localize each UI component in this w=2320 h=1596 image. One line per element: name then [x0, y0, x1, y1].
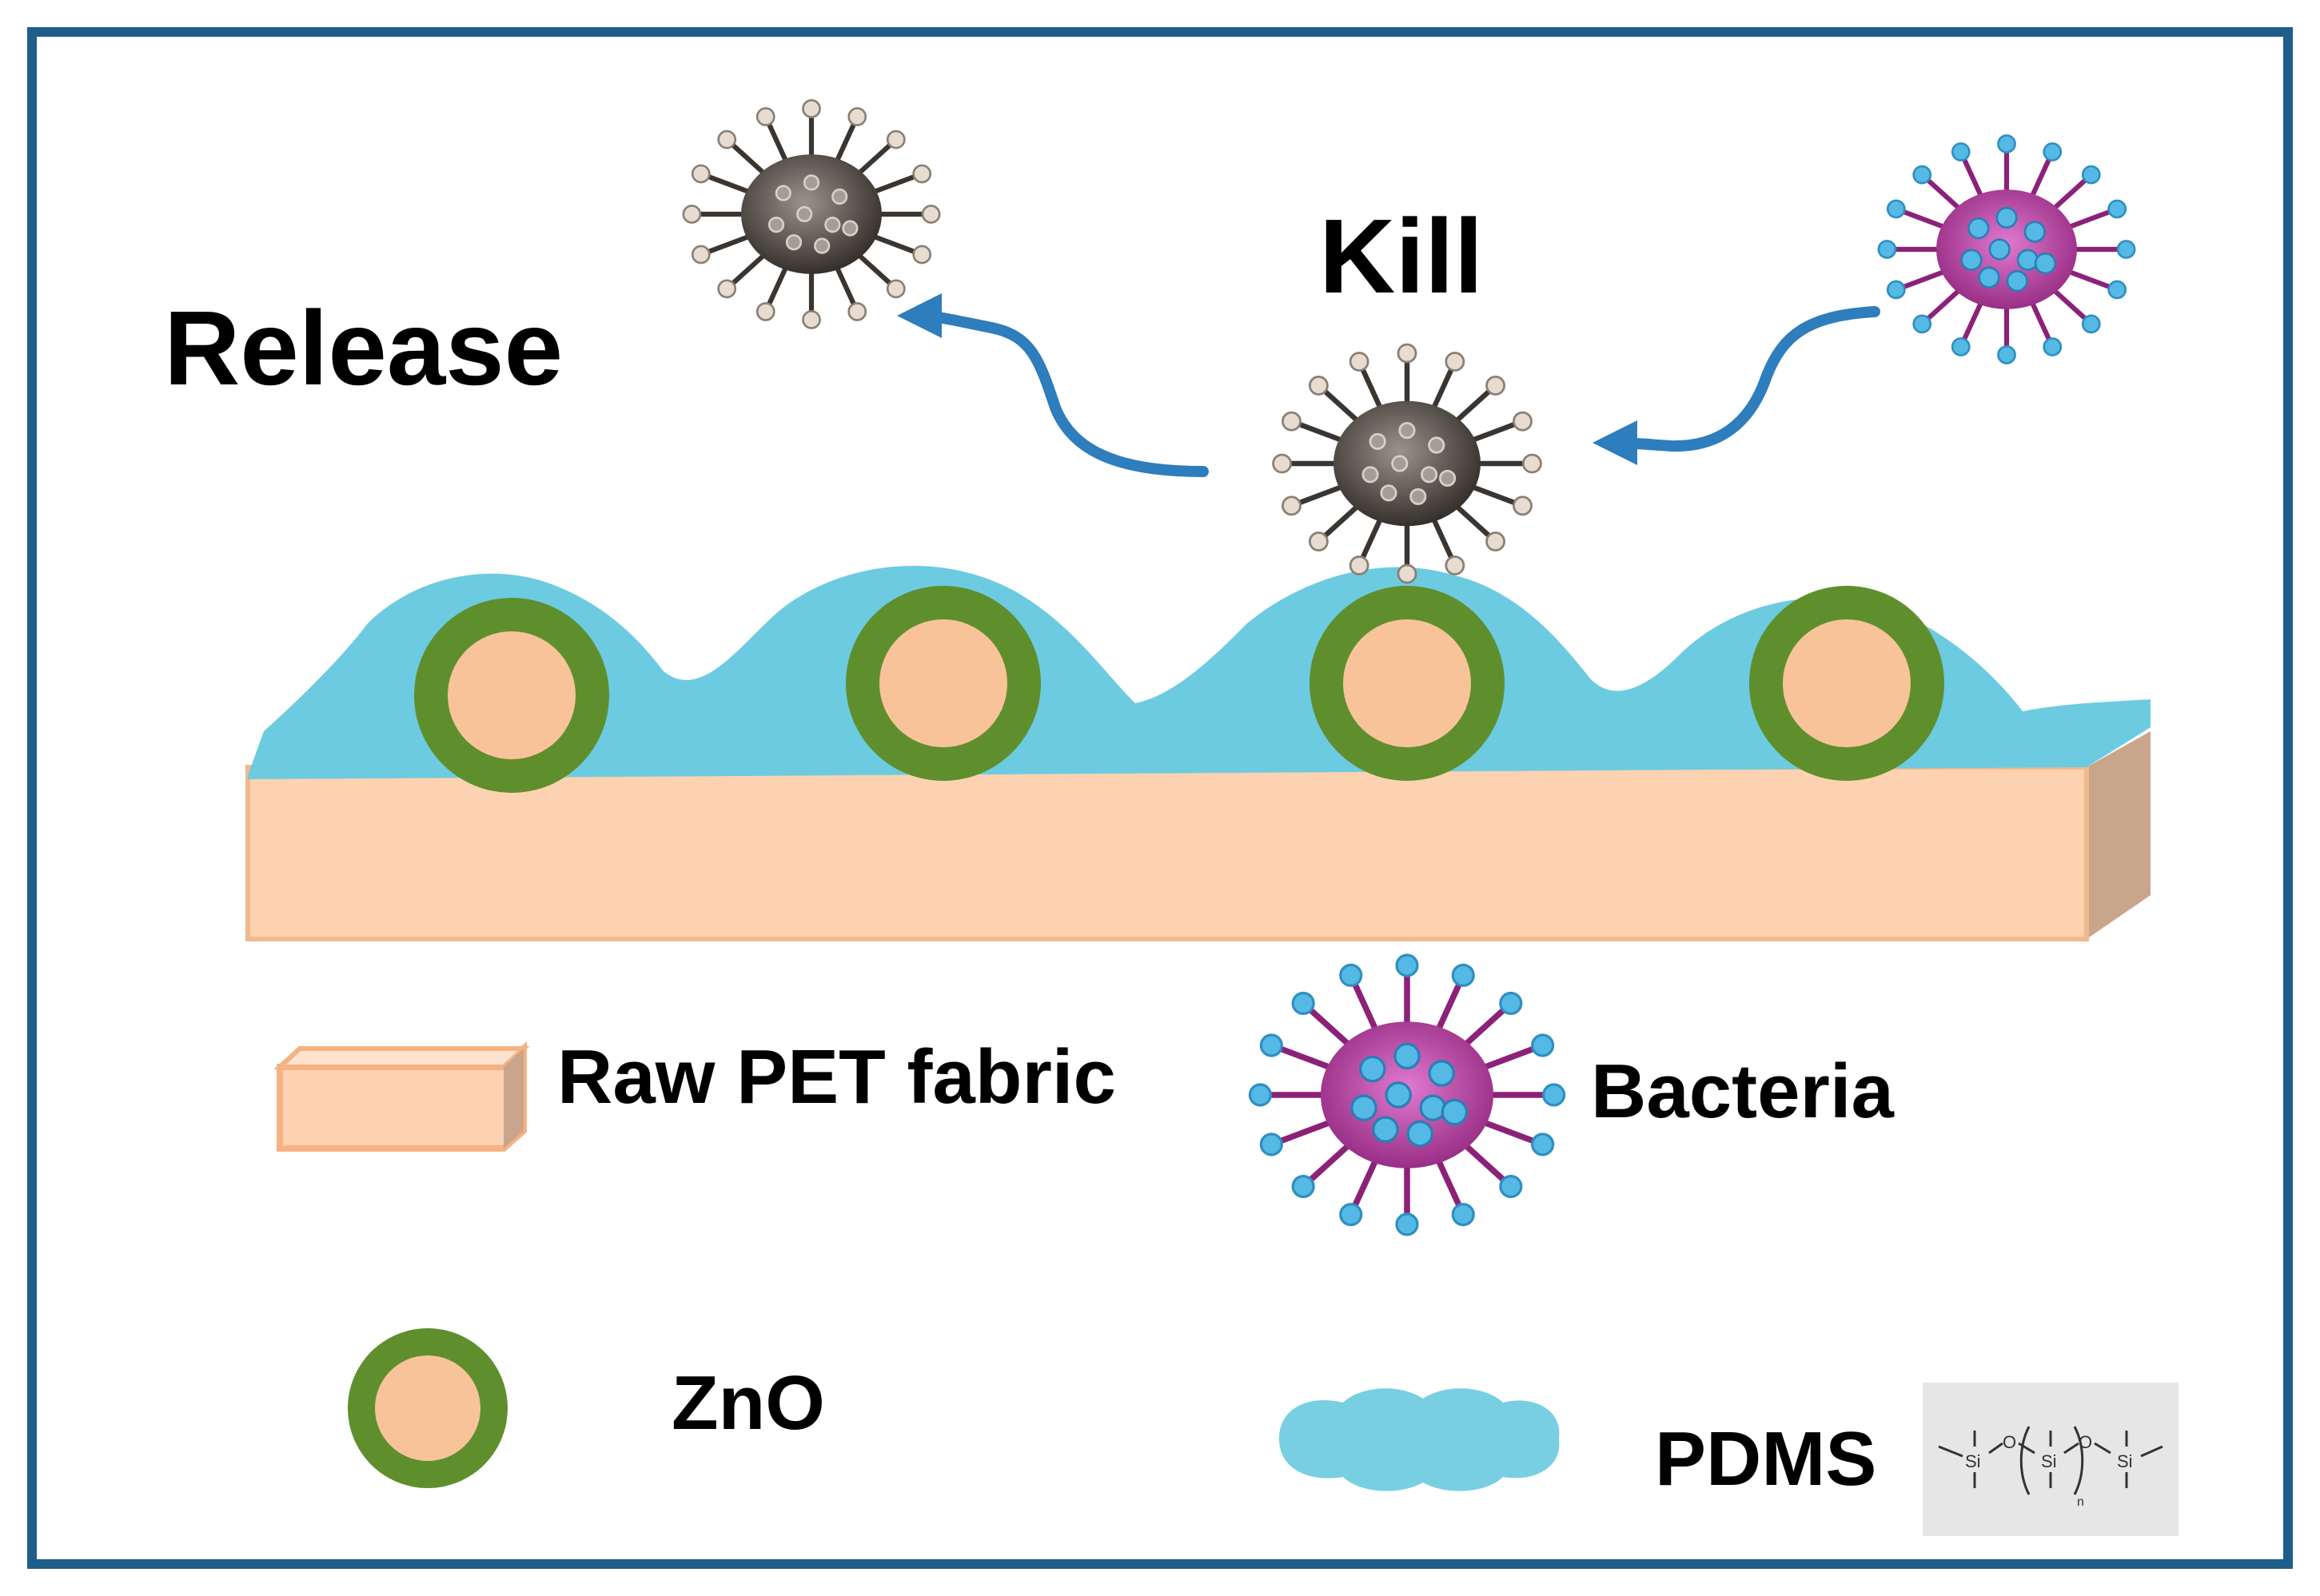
zno-label: ZnO — [672, 1360, 825, 1446]
formula-atom-si: Si — [2117, 1451, 2133, 1471]
bacteria-legend-icon — [1248, 953, 1566, 1236]
formula-atom-o: O — [2079, 1432, 2092, 1452]
pet-fabric-legend-icon — [273, 1041, 530, 1152]
zno-particle — [846, 586, 1041, 781]
formula-atom-o: O — [2003, 1432, 2016, 1452]
pdms-structure-formula: Si O Si O Si n — [1923, 1383, 2178, 1536]
dead-bacteria-icon — [1272, 343, 1542, 584]
zno-legend-icon — [348, 1328, 508, 1488]
zno-particle — [1749, 586, 1944, 781]
formula-atom-si: Si — [1965, 1451, 1981, 1471]
zno-particle — [1309, 586, 1505, 781]
pdms-label: PDMS — [1655, 1416, 1877, 1502]
release-arrow — [897, 293, 1209, 477]
dead-bacteria-icon — [682, 99, 941, 329]
zno-particle — [414, 598, 609, 793]
figure-frame — [27, 27, 2293, 1569]
bacteria-label: Bacteria — [1591, 1049, 1894, 1134]
release-label: Release — [164, 289, 564, 407]
bacteria-icon — [1877, 134, 2136, 364]
kill-label: Kill — [1319, 197, 1484, 315]
formula-subscript-n: n — [2077, 1495, 2084, 1509]
pdms-legend-icon — [1279, 1388, 1560, 1491]
pdms-coating-layer — [248, 565, 2151, 779]
pet-fabric-label: Raw PET fabric — [557, 1034, 1116, 1120]
formula-atom-si: Si — [2041, 1451, 2057, 1471]
kill-arrow — [1593, 306, 1880, 466]
pet-fabric-substrate — [245, 731, 2151, 941]
